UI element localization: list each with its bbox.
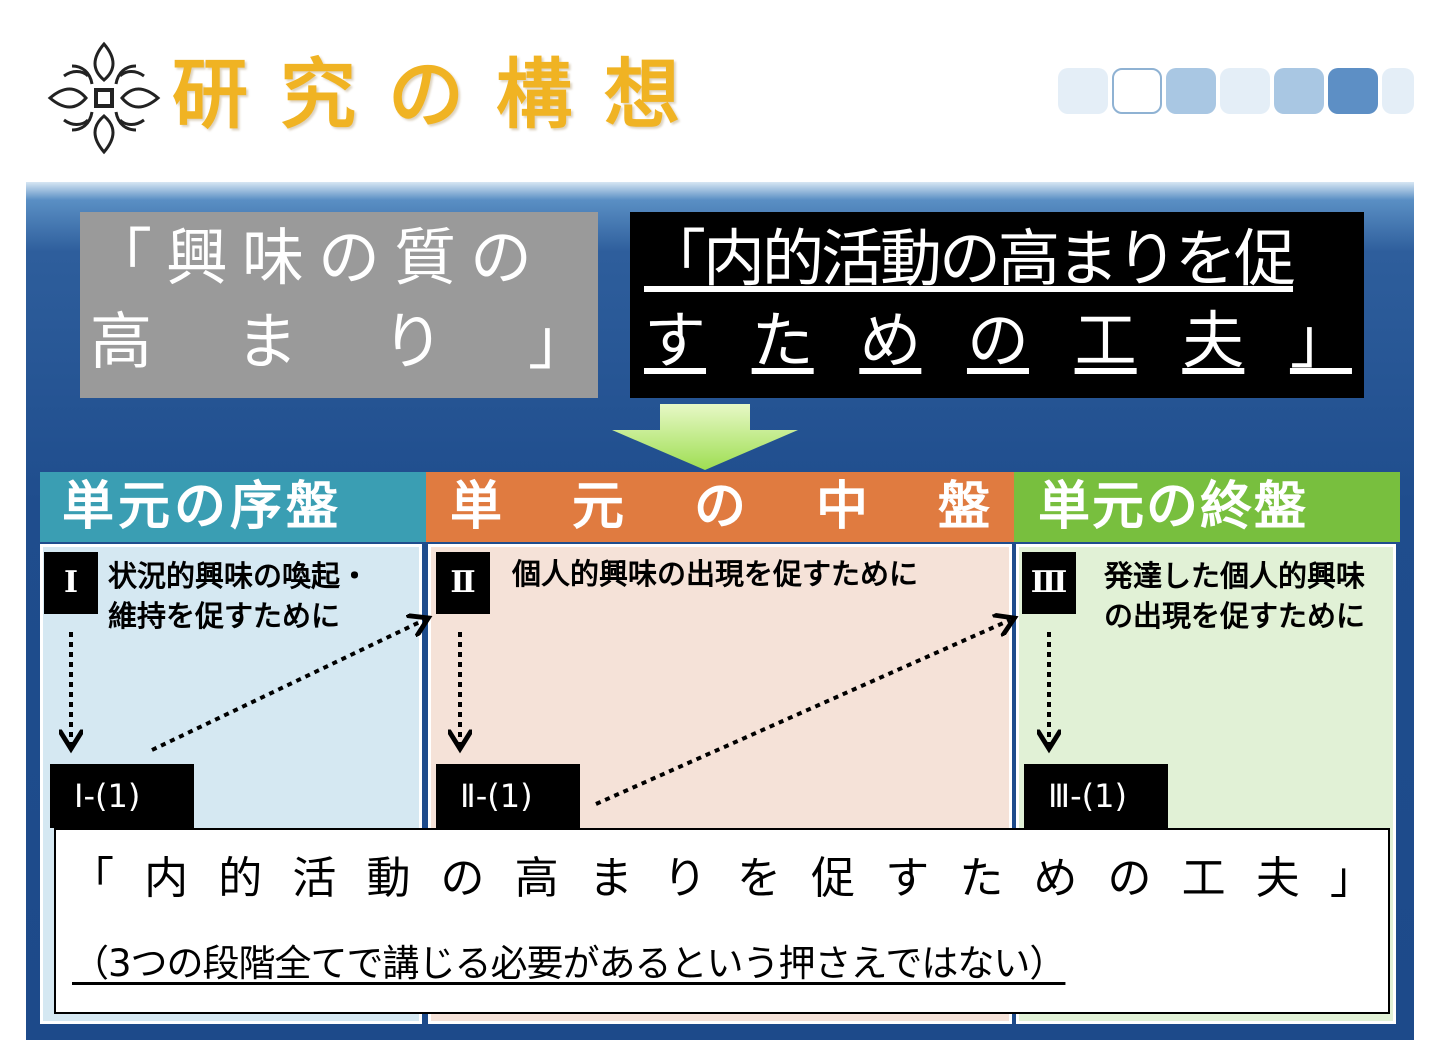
glyph: 」 [1289,304,1352,377]
glyph: す [644,304,707,377]
glyph: た [959,853,1004,904]
glyph: 工 [1181,853,1226,904]
glyph: 動 [366,853,411,904]
stage-header-middle: 単 元 の 中 盤 [426,472,1014,542]
decor-tile [1058,68,1108,114]
glyph: り [381,305,444,378]
decor-tile [1220,68,1270,114]
glyph: 促 [811,853,856,904]
glyph: す [885,853,930,904]
stage-text-line: 個人的興味の出現を促すために [512,557,919,591]
decor-tile [1112,68,1162,114]
summary-box: 「 内 的 活 動 の 高 ま り を 促 す た め の 工 夫 」 （3つの… [54,828,1390,1014]
decor-tile [1382,68,1414,114]
glyph: ま [235,305,298,378]
glyph: め [1033,853,1078,904]
stage-numeral-2: Ⅱ [436,552,490,614]
glyph: り [662,853,707,904]
interest-quality-line1: 「興味の質の [90,221,547,294]
glyph: め [859,304,922,377]
glyph: た [751,304,814,377]
summary-note: （3つの段階全てで講じる必要があるという押さえではない） [72,942,1066,985]
stage-header-final: 単元の終盤 [1014,472,1400,542]
sub-label-3: Ⅲ-(1) [1024,764,1168,828]
stage-text-line: 維持を促すために [108,599,341,633]
stage-text-line: 発達した個人的興味 [1104,559,1366,593]
glyph: ま [588,853,633,904]
stage-header-early: 単元の序盤 [40,472,426,542]
glyph: 」 [527,305,590,378]
slide-title: 研究の構想 [172,50,712,139]
stage-text-1: 状況的興味の喚起・ 維持を促すために [108,556,408,636]
stage-text-line: 状況的興味の喚起・ [108,559,370,593]
stage-text-3: 発達した個人的興味 の出現を促すために [1104,556,1394,636]
glyph: 高 [90,305,153,378]
glyph: 活 [292,853,337,904]
glyph: 夫 [1255,853,1300,904]
glyph: 夫 [1182,304,1245,377]
glyph: の [693,477,746,537]
decor-tile [1328,68,1378,114]
interest-quality-box: 「興味の質の 高 ま り 」 [80,212,598,398]
glyph: 内 [144,853,189,904]
glyph: の [1107,853,1152,904]
down-arrow-icon [612,404,798,470]
glyph: の [440,853,485,904]
sub-label-1: Ⅰ-(1) [50,764,194,828]
decor-tile [1166,68,1216,114]
glyph: 」 [1329,853,1374,904]
glyph: 盤 [937,477,990,537]
decor-tile [1274,68,1324,114]
glyph: の [966,304,1029,377]
interest-quality-line2: 高 ま り 」 [90,300,590,384]
glyph: 「 [70,853,114,904]
sub-label-2: Ⅱ-(1) [436,764,580,828]
glyph: 単 [450,477,503,537]
glyph: 工 [1074,304,1137,377]
stage-numeral-1: Ⅰ [44,552,98,614]
inner-activity-methods-box: 「内的活動の高まりを促 す た め の 工 夫 」 [630,212,1364,398]
summary-title: 「 内 的 活 動 の 高 ま り を 促 す た め の 工 夫 」 [70,844,1374,914]
inner-activity-methods-line2: す た め の 工 夫 」 [644,300,1352,382]
inner-activity-methods-line1: 「内的活動の高まりを促 [644,222,1296,295]
school-crest-icon [47,41,161,155]
decorative-tiles [1058,68,1414,114]
glyph: 元 [571,477,624,537]
glyph: を [736,853,781,904]
stage-text-line: の出現を促すために [1104,599,1366,633]
stage-numeral-3: Ⅲ [1022,552,1076,614]
glyph: 高 [514,853,559,904]
stage-text-2: 個人的興味の出現を促すために [512,554,1002,594]
glyph: 中 [815,477,868,537]
glyph: 的 [218,853,263,904]
